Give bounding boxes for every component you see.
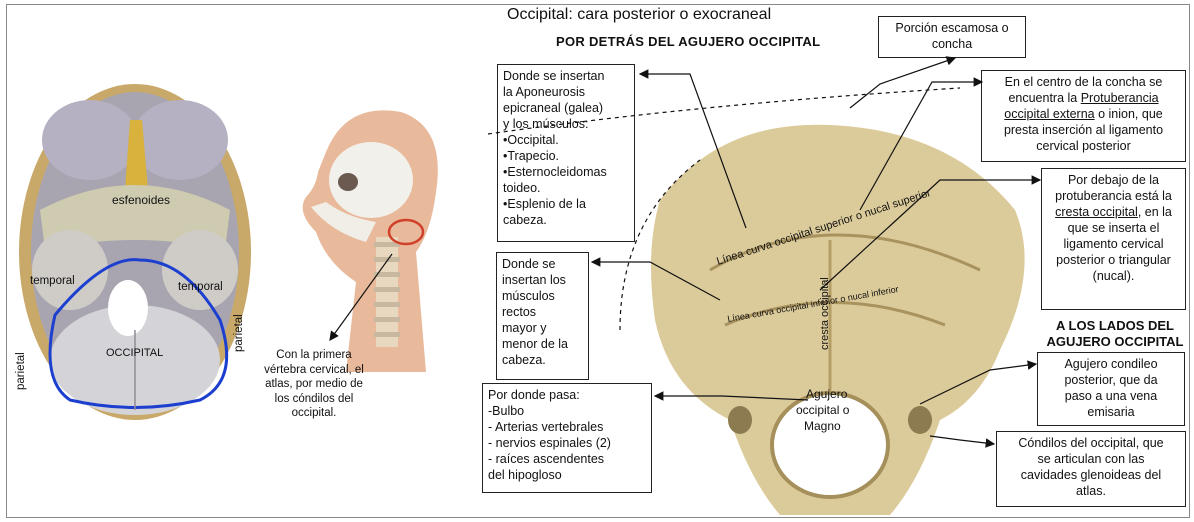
arrow-cresta bbox=[820, 180, 1040, 290]
arrow-condileo bbox=[920, 364, 1036, 404]
arrow-rectos bbox=[592, 262, 720, 300]
arrow-bulbo bbox=[655, 396, 808, 400]
arrow-condilos bbox=[930, 436, 994, 444]
arrow-porcion bbox=[850, 58, 955, 108]
arrow-protuberancia bbox=[860, 82, 982, 210]
dashed-curve-left bbox=[620, 160, 700, 330]
arrow-aponeurosis bbox=[640, 74, 746, 228]
dashed-curve-top bbox=[488, 88, 960, 134]
arrow-neck-caption bbox=[330, 254, 392, 340]
